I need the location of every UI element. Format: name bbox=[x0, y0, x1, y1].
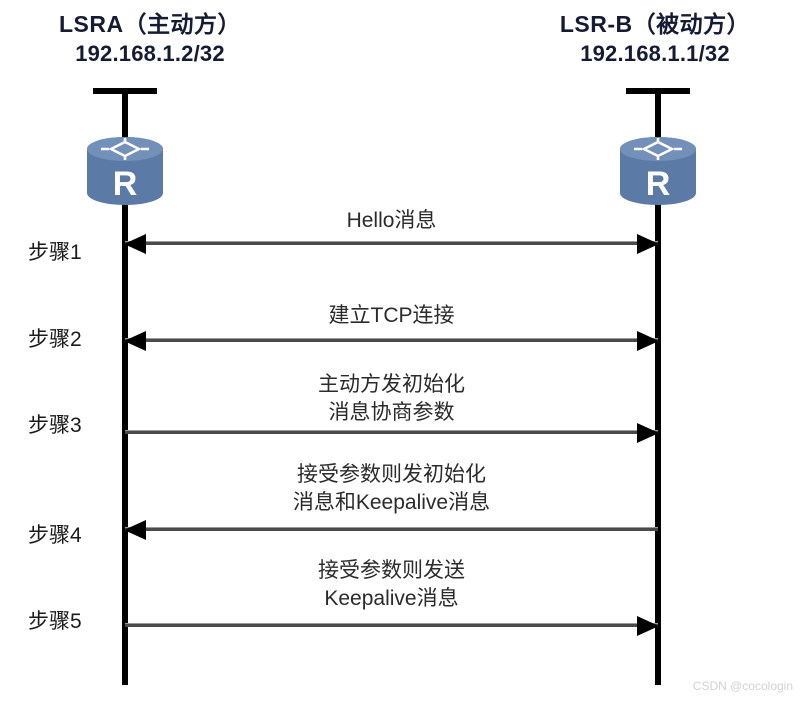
endpoint-name-left: LSRA（主动方） bbox=[58, 11, 242, 37]
message-arrow-2 bbox=[124, 331, 659, 351]
step-label-2: 步骤2 bbox=[28, 328, 82, 351]
router-icon: R bbox=[612, 133, 704, 213]
lifeline-left bbox=[122, 88, 128, 685]
svg-text:R: R bbox=[646, 165, 671, 203]
watermark: CSDN @cocologin bbox=[692, 679, 793, 693]
endpoint-header-right: LSR-B（被动方） 192.168.1.1/32 bbox=[505, 10, 803, 68]
message-text-5: 接受参数则发送 Keepalive消息 bbox=[318, 559, 465, 610]
step-label-5: 步骤5 bbox=[28, 610, 82, 633]
message-arrow-4 bbox=[124, 520, 658, 540]
message-arrow-1 bbox=[124, 234, 659, 254]
message-text-4: 接受参数则发初始化 消息和Keepalive消息 bbox=[292, 463, 491, 514]
endpoint-name-right: LSR-B（被动方） bbox=[559, 11, 751, 37]
arrowhead-left-icon bbox=[124, 234, 146, 254]
lifeline-right bbox=[655, 88, 661, 685]
step-label-3: 步骤3 bbox=[28, 414, 82, 437]
endpoint-ip-right: 192.168.1.1/32 bbox=[580, 41, 730, 67]
message-arrow-5 bbox=[125, 616, 659, 636]
message-text-1: Hello消息 bbox=[346, 209, 437, 232]
arrowhead-left-icon bbox=[124, 520, 146, 540]
endpoint-ip-left: 192.168.1.2/32 bbox=[75, 41, 225, 67]
arrowhead-right-icon bbox=[637, 616, 659, 636]
arrowhead-left-icon bbox=[124, 331, 146, 351]
message-arrow-3 bbox=[125, 423, 659, 443]
arrowhead-right-icon bbox=[637, 234, 659, 254]
step-label-4: 步骤4 bbox=[28, 524, 82, 547]
message-text-2: 建立TCP连接 bbox=[328, 304, 455, 327]
step-label-1: 步骤1 bbox=[28, 241, 82, 264]
router-icon: R bbox=[79, 133, 171, 213]
svg-text:R: R bbox=[113, 165, 138, 203]
arrowhead-right-icon bbox=[637, 331, 659, 351]
endpoint-header-left: LSRA（主动方） 192.168.1.2/32 bbox=[0, 10, 300, 68]
message-text-3: 主动方发初始化 消息协商参数 bbox=[318, 373, 465, 424]
arrowhead-right-icon bbox=[637, 423, 659, 443]
